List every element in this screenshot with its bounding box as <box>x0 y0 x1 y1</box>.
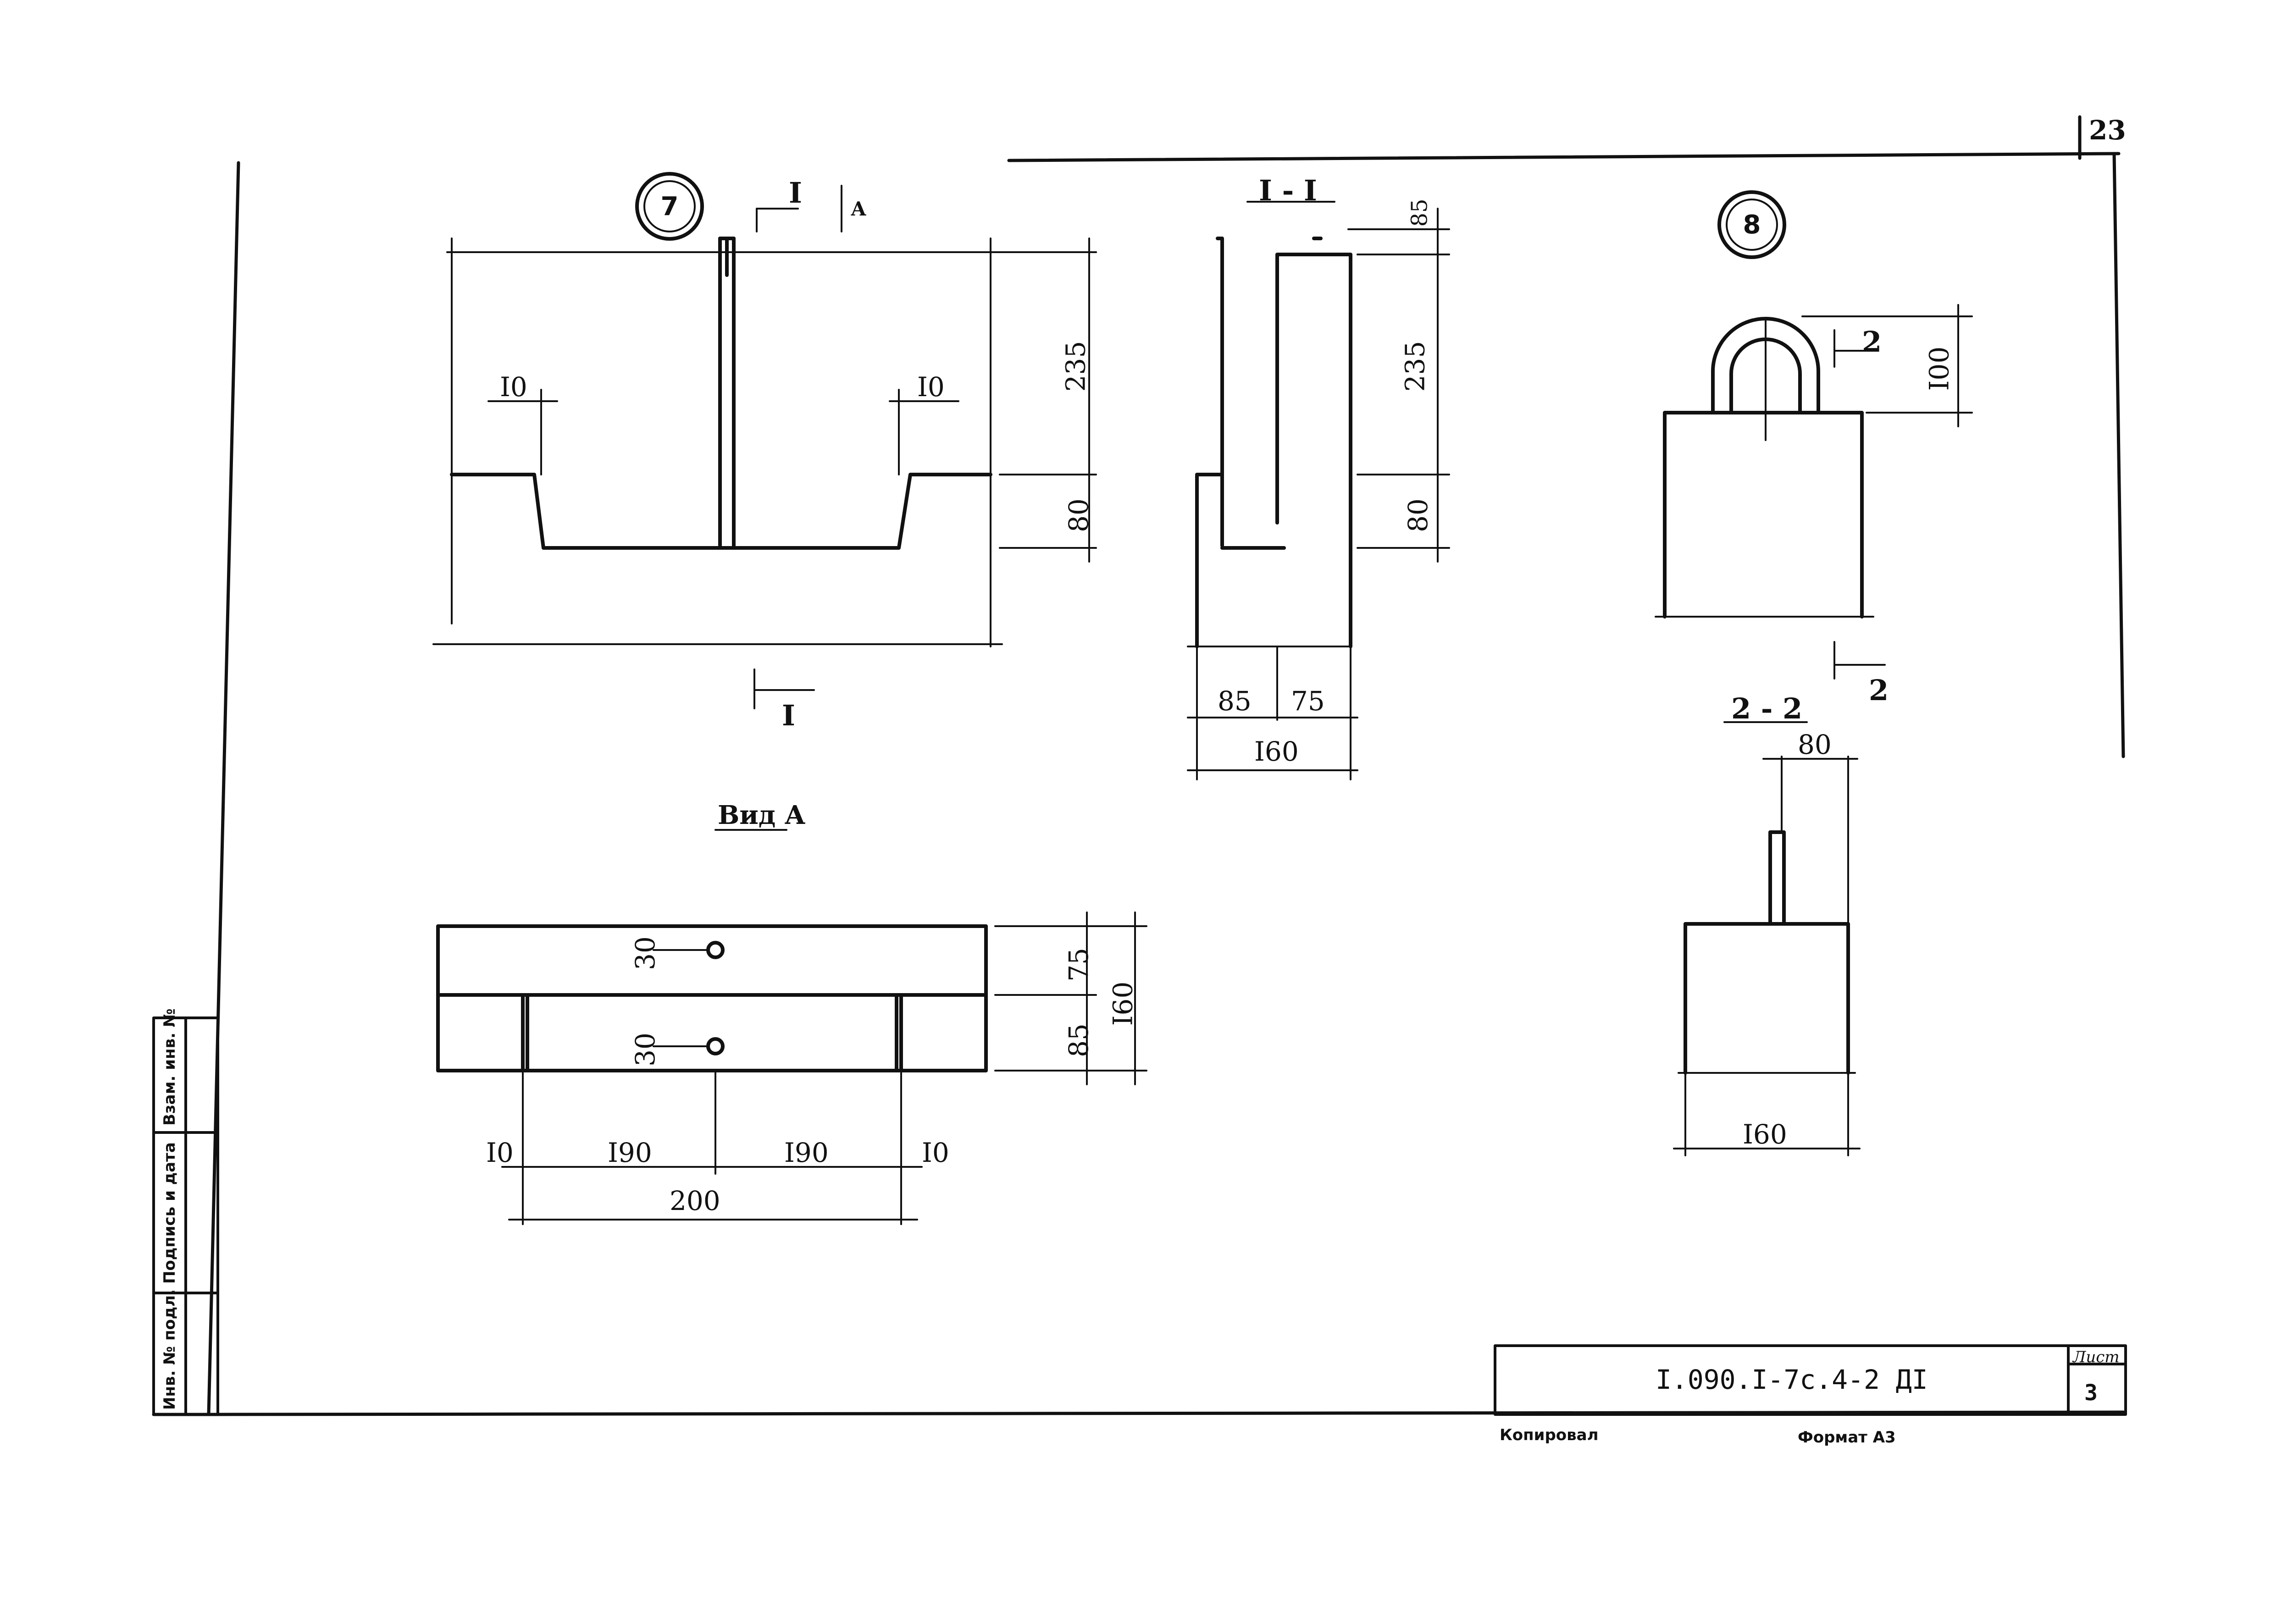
side-stamp-sign-date: Подпись и дата <box>161 1142 179 1284</box>
section1-dim-85-top: 85 <box>1407 199 1433 227</box>
node7-dimensions <box>432 185 1097 709</box>
corner-page-number: 23 <box>2089 115 2126 146</box>
node7-section-mark-top: I <box>789 176 803 210</box>
side-stamp-inv-orig: Инв. № подл. <box>161 1289 179 1410</box>
title-block-doc-code: I.090.I-7с.4-2 ДI <box>1656 1364 1928 1395</box>
section1-dim-85: 85 <box>1218 685 1252 717</box>
section1-dim-235: 235 <box>1399 341 1431 392</box>
title-block-frame <box>1494 1344 2127 1416</box>
node8-badge: 8 <box>1717 190 1786 259</box>
node8-section-mark-bottom: 2 <box>1869 674 1889 707</box>
section2-dimensions <box>1673 721 1861 1156</box>
section1-dim-80: 80 <box>1402 498 1434 532</box>
viewA-dim-30-bottom: 30 <box>629 1033 661 1066</box>
sheet-frame <box>152 115 2125 1416</box>
viewA-dim-10-right: I0 <box>922 1137 949 1168</box>
node8-section-mark: 2 <box>1862 325 1882 359</box>
title-block-sheet-number: 3 <box>2084 1380 2098 1406</box>
section1-dim-160: I60 <box>1254 736 1299 767</box>
node7-section-mark-bottom: I <box>782 699 796 732</box>
section2-dim-160: I60 <box>1743 1119 1787 1150</box>
side-stamp-frame <box>152 1016 219 1416</box>
section1-title: I - I <box>1259 174 1317 207</box>
viewA-dim-190-right: I90 <box>784 1137 829 1168</box>
footer-format: Формат А3 <box>1798 1428 1896 1447</box>
viewA-dim-75: 75 <box>1063 948 1094 982</box>
node7-dim-80: 80 <box>1063 498 1094 532</box>
node8-elevation <box>1663 317 1864 619</box>
viewA-title: Вид А <box>718 800 806 830</box>
section1-profile <box>1195 237 1352 648</box>
viewA-dim-30-top: 30 <box>629 936 661 970</box>
viewA-plan <box>436 924 988 1072</box>
viewA-dim-190-left: I90 <box>608 1137 652 1168</box>
viewA-dimensions <box>501 829 1147 1225</box>
node7-dim-left-10: I0 <box>500 371 527 403</box>
node7-badge: 7 <box>635 172 704 241</box>
node7-dim-right-10: I0 <box>917 371 945 403</box>
section1-dimensions <box>1187 201 1450 780</box>
viewA-dim-10-left: I0 <box>486 1137 514 1168</box>
title-block-sheet-label: Лист <box>2073 1348 2120 1366</box>
node7-view-mark: А <box>851 198 867 220</box>
section2-title: 2 - 2 <box>1731 692 1803 725</box>
viewA-dim-160: I60 <box>1107 981 1139 1026</box>
section2-profile <box>1684 830 1850 1075</box>
viewA-dim-85: 85 <box>1063 1023 1094 1057</box>
section2-dim-80: 80 <box>1798 729 1832 760</box>
section1-dim-75: 75 <box>1291 685 1325 717</box>
node8-dimensions <box>1655 304 1973 679</box>
viewA-dim-200: 200 <box>670 1185 720 1216</box>
node8-dim-100: I00 <box>1923 346 1955 391</box>
node7-dim-235: 235 <box>1060 341 1091 392</box>
footer-copied: Копировал <box>1500 1426 1599 1444</box>
node7-elevation <box>450 237 992 550</box>
side-stamp-inv-repl: Взам. инв. № <box>161 1008 179 1126</box>
